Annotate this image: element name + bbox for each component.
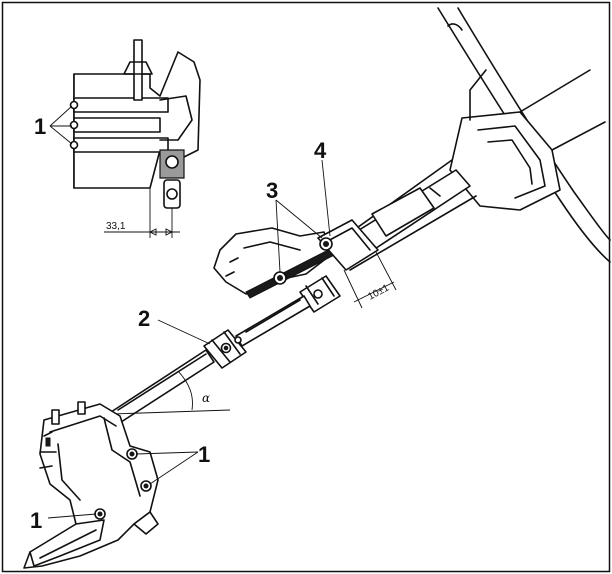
steering-gear-box (23, 401, 159, 569)
inset-detail (69, 39, 201, 238)
callout-3: 3 (266, 178, 278, 203)
gear-input-shaft (107, 349, 215, 425)
angle-alpha-label: α (202, 391, 210, 405)
column-mounting-bracket (213, 219, 379, 299)
steering-wheel (437, 7, 611, 263)
intermediate-shaft (235, 295, 311, 347)
callout-1-left: 1 (30, 508, 42, 533)
callout-2: 2 (138, 306, 150, 331)
dimension-inset-offset: 33,1 (106, 221, 126, 232)
angle-alpha-construction (111, 370, 231, 415)
lower-universal-joint (203, 329, 247, 369)
callout-1-inset: 1 (34, 114, 46, 139)
shaft-gap-dimension (343, 251, 397, 309)
callout-1-right: 1 (198, 442, 210, 467)
callout-4: 4 (314, 138, 327, 163)
leader-lines (47, 105, 331, 519)
